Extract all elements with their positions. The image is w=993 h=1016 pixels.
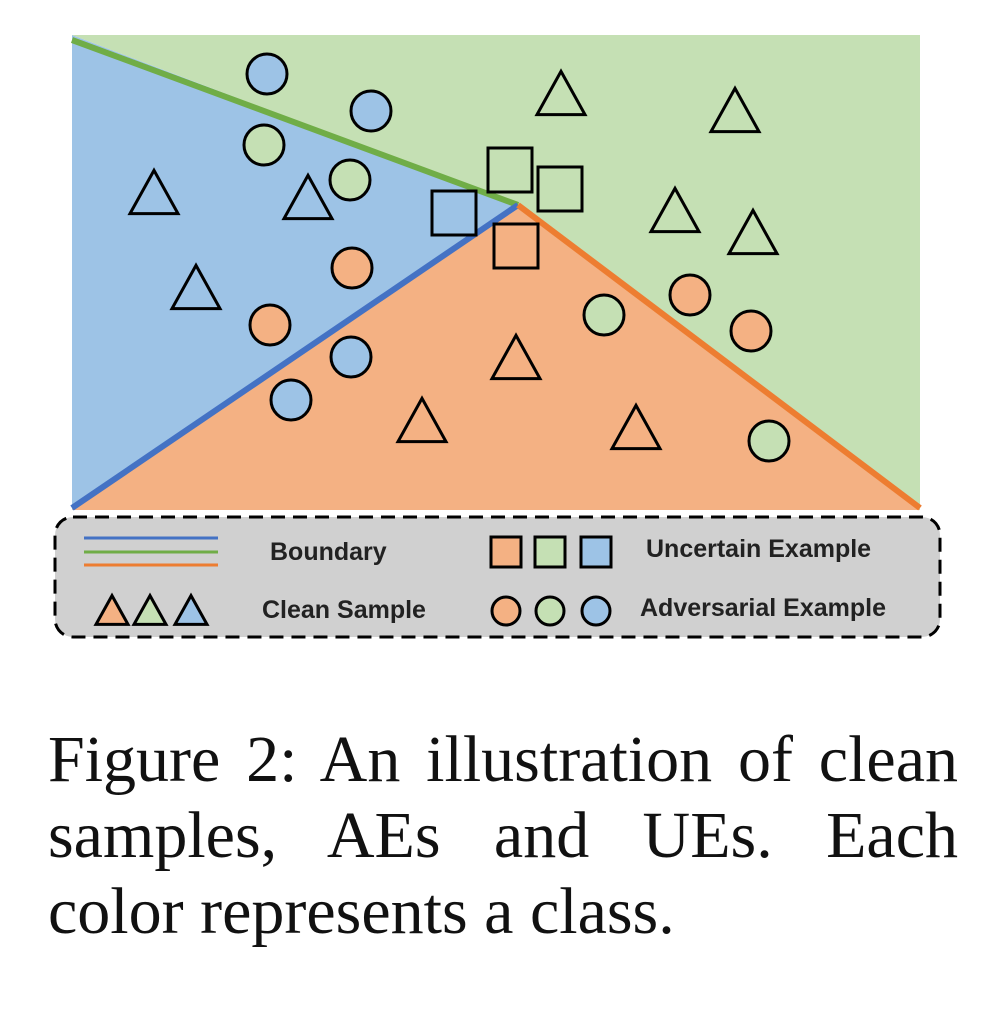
legend-orange-square bbox=[489, 535, 523, 569]
figure-caption: Figure 2: An illustration of clean sampl… bbox=[48, 723, 958, 948]
adversarial-example-circle bbox=[242, 123, 286, 167]
clean-sample-triangle bbox=[609, 402, 663, 451]
legend-green-circle bbox=[534, 595, 566, 627]
adversarial-example-circle bbox=[248, 303, 292, 347]
clean-sample-triangle bbox=[708, 85, 762, 134]
legend-orange-circle bbox=[490, 595, 522, 627]
clean-sample-triangle bbox=[534, 68, 588, 117]
adversarial-example-circle bbox=[245, 52, 289, 96]
orange-class-region bbox=[72, 205, 920, 510]
blue-class-region bbox=[72, 35, 518, 510]
legend-green-square bbox=[533, 535, 567, 569]
legend-uncertain-label: Uncertain Example bbox=[646, 535, 871, 563]
legend-blue-triangle bbox=[172, 592, 210, 626]
uncertain-example-square bbox=[486, 146, 534, 194]
clean-sample-triangle bbox=[648, 185, 702, 234]
green-boundary-line bbox=[70, 37, 520, 208]
legend-orange-triangle bbox=[93, 592, 131, 626]
legend-blue-square bbox=[579, 535, 613, 569]
legend-clean-label: Clean Sample bbox=[262, 596, 426, 624]
adversarial-example-circle bbox=[729, 309, 773, 353]
blue-boundary-line bbox=[70, 202, 520, 511]
legend-green-triangle bbox=[131, 592, 169, 626]
clean-sample-triangle bbox=[127, 167, 181, 216]
adversarial-example-circle bbox=[329, 335, 373, 379]
adversarial-example-circle bbox=[328, 158, 372, 202]
uncertain-example-square bbox=[536, 165, 584, 213]
uncertain-example-square bbox=[492, 222, 540, 270]
clean-sample-triangle bbox=[281, 172, 335, 221]
clean-sample-triangle bbox=[489, 332, 543, 381]
legend-box bbox=[53, 515, 942, 639]
adversarial-example-circle bbox=[330, 246, 374, 290]
legend-adversarial-label: Adversarial Example bbox=[640, 594, 886, 622]
adversarial-example-circle bbox=[747, 419, 791, 463]
legend-blue-circle bbox=[580, 595, 612, 627]
uncertain-example-square bbox=[430, 189, 478, 237]
clean-sample-triangle bbox=[726, 207, 780, 256]
illustration-figure: Boundary Uncertain Example Clean Sample … bbox=[53, 35, 942, 639]
orange-boundary-line bbox=[516, 202, 922, 511]
green-class-region bbox=[72, 35, 920, 510]
clean-sample-triangle bbox=[169, 262, 223, 311]
adversarial-example-circle bbox=[349, 89, 393, 133]
clean-sample-triangle bbox=[395, 395, 449, 444]
legend-boundary-label: Boundary bbox=[270, 538, 387, 566]
adversarial-example-circle bbox=[582, 293, 626, 337]
adversarial-example-circle bbox=[269, 378, 313, 422]
adversarial-example-circle bbox=[668, 273, 712, 317]
